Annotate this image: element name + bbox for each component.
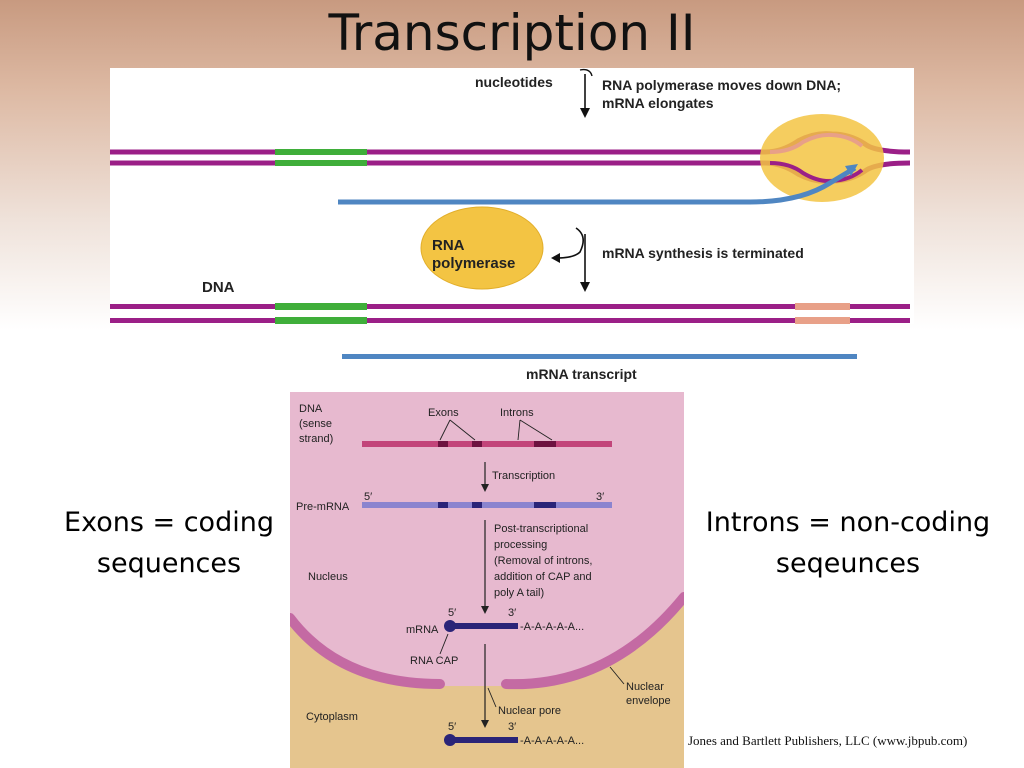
exons-note: Exons = coding sequences [58,502,280,584]
label-post-line2: processing [494,539,547,551]
exons-note-line2: sequences [96,548,242,579]
termination-arrow-icon [551,227,590,292]
exons-note-line1: Exons = coding [64,507,274,538]
label-cyto-poly-a-tail: -A-A-A-A-A... [520,735,584,747]
label-nuclear-envelope-line2: envelope [626,695,671,707]
label-cyto-mrna-5prime: 5′ [448,721,456,733]
dna-segment-2 [472,441,482,447]
label-rna-cap: RNA CAP [410,655,458,667]
introns-note-line1: Introns = non-coding [705,507,991,538]
label-dna-sense-line2: (sense [299,418,332,430]
lower-dna-strand-top [110,304,910,309]
label-nuclear-pore: Nuclear pore [498,705,561,717]
processing-arrowhead-icon [481,606,489,614]
transcription-elongation-figure: nucleotides RNA polymerase moves down DN… [110,68,914,382]
pre-mrna-segment-3 [534,502,556,508]
label-mrna-3prime: 3′ [508,607,516,619]
mrna-processing-figure: DNA (sense strand) Exons Introns Transcr… [290,392,684,768]
label-cytoplasm: Cytoplasm [306,711,358,723]
label-nucleotides: nucleotides [475,74,553,90]
label-dna-sense-line1: DNA [299,403,323,415]
label-rna-polymerase-line1: RNA [432,237,465,254]
upper-promoter-region-bottom [275,160,367,166]
rna-polymerase-released-icon [420,206,544,290]
cytoplasm-right [505,602,684,768]
unwound-dna-strand-top [769,132,864,154]
mrna-transcript-strand [342,354,857,359]
rna-polymerase-moving-icon [760,114,884,202]
elongation-arrow-icon [579,68,593,118]
label-mrna-5prime: 5′ [448,607,456,619]
dna-segment-1 [438,441,448,447]
label-mrna-terminated: mRNA synthesis is terminated [602,245,804,261]
lower-promoter-region-bottom [275,317,367,324]
label-nuclear-envelope-line1: Nuclear [626,681,664,693]
lower-dna-double-strand [110,303,910,324]
pre-mrna-segment-1 [438,502,448,508]
label-nucleus: Nucleus [308,571,348,583]
label-pre-mrna: Pre-mRNA [296,501,350,513]
introns-note: Introns = non-coding seqeunces [700,502,996,584]
label-post-line5: poly A tail) [494,587,544,599]
label-cyto-mrna-3prime: 3′ [508,721,516,733]
label-dna-sense-line3: strand) [299,433,333,445]
mrna-growth-arrowhead-icon [845,164,858,176]
exons-pointer-lines [439,419,476,441]
cytoplasm-mrna-strand [450,737,518,743]
label-mrna: mRNA [406,624,439,636]
label-pre-mrna-3prime: 3′ [596,491,604,503]
label-rna-polymerase-line2: polymerase [432,255,515,272]
publisher-credit: Jones and Bartlett Publishers, LLC (www.… [688,733,968,748]
pre-mrna-segment-2 [472,502,482,508]
label-pre-mrna-5prime: 5′ [364,491,372,503]
mature-mrna-strand [450,623,518,629]
label-mrna-transcript: mRNA transcript [526,366,637,382]
pre-mrna-strand [362,502,612,508]
dna-sense-strand [362,441,612,447]
label-post-line3: (Removal of introns, [494,555,592,567]
nuclear-envelope-right [501,592,684,690]
export-arrowhead-icon [481,720,489,728]
terminator-region-top [795,303,850,310]
upper-promoter-region-top [275,149,367,155]
label-introns: Introns [500,407,534,419]
lower-dna-strand-bottom [110,318,910,323]
dna-segment-3 [534,441,556,447]
introns-pointer-lines [517,419,553,441]
lower-promoter-region-top [275,303,367,310]
transcription-arrowhead-icon [481,484,489,492]
label-dna: DNA [202,279,235,296]
label-exons: Exons [428,407,459,419]
label-transcription: Transcription [492,470,555,482]
label-polymerase-moves: RNA polymerase moves down DNA; [602,77,841,93]
label-mrna-elongates: mRNA elongates [602,95,714,111]
nuclear-envelope-left [290,613,445,689]
label-poly-a-tail: -A-A-A-A-A... [520,621,584,633]
nuclear-pore-pointer [487,687,497,708]
cytoplasm-center [438,686,508,768]
terminator-region-bottom [795,317,850,324]
nuclear-envelope-pointer [609,666,625,685]
label-post-line4: addition of CAP and [494,571,592,583]
growing-mrna-strand [338,165,857,205]
unwound-dna-strand-bottom [769,161,864,184]
label-post-line1: Post-transcriptional [494,523,588,535]
introns-note-line2: seqeunces [775,548,921,579]
slide-title: Transcription II [328,4,696,62]
rna-cap-pointer [439,633,449,655]
